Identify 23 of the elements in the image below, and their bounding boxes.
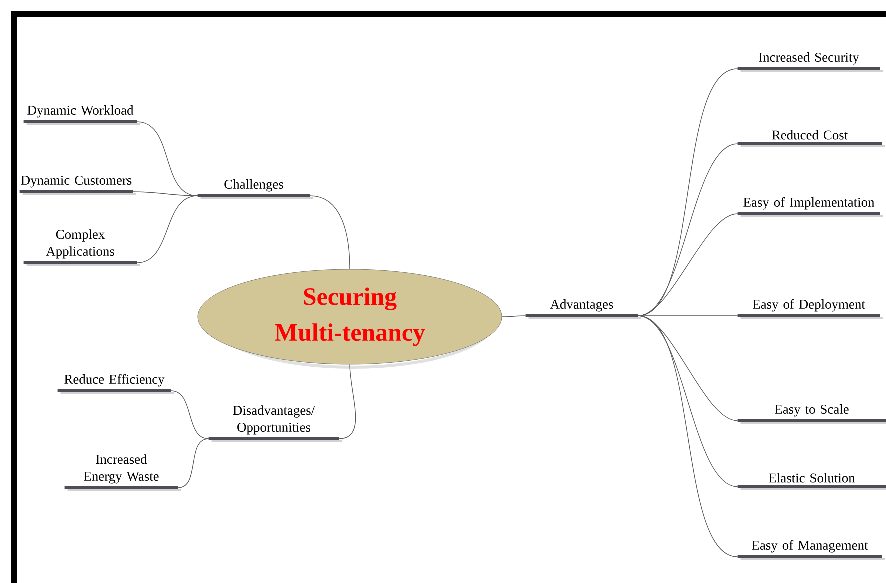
- topic-label: Reduce Efficiency: [58, 374, 174, 394]
- topic-label: Increased Security: [738, 52, 884, 72]
- topic-label: Easy of Implementation: [738, 197, 884, 218]
- topic-label: Dynamic Customers: [20, 176, 136, 196]
- connector-line: [170, 390, 210, 440]
- topic-label: Easy to Scale: [738, 404, 886, 424]
- connector-line: [132, 192, 198, 196]
- topic-label: Increased Energy Waste: [64, 454, 182, 492]
- topic-label: Easy of Management: [738, 540, 886, 560]
- connector-line: [502, 316, 526, 318]
- connector-line: [310, 196, 350, 270]
- topic-label: Easy of Deployment: [738, 299, 884, 320]
- connector-line: [338, 364, 356, 440]
- connector-line: [136, 196, 198, 264]
- topic-label: Challenges: [198, 180, 314, 200]
- topic-label: Reduced Cost: [738, 130, 886, 148]
- topic-label: Elastic Solution: [738, 473, 886, 490]
- connector-line: [178, 438, 210, 488]
- topic-label: Dynamic Workload: [24, 106, 140, 126]
- topic-label: Advantages: [526, 300, 642, 320]
- topic-label: Complex Applications: [24, 230, 140, 266]
- connector-line: [638, 316, 738, 558]
- topic-label: Disadvantages/ Opportunities: [208, 406, 342, 442]
